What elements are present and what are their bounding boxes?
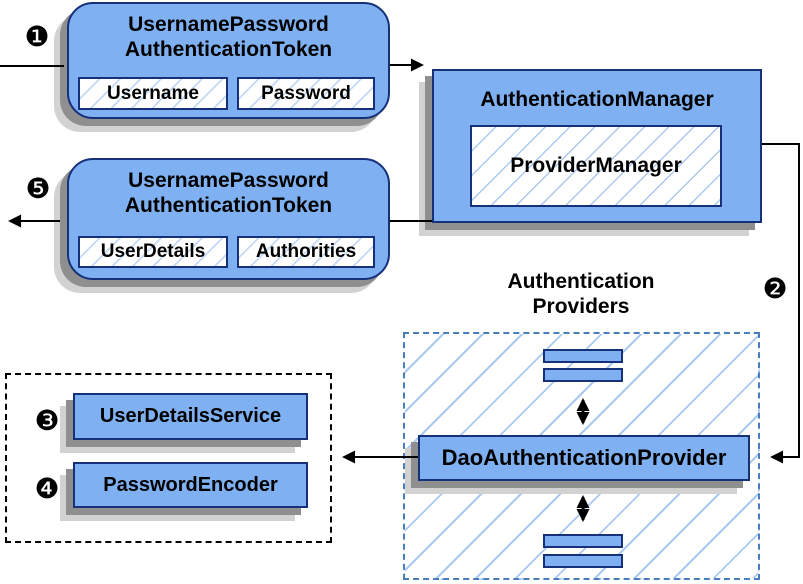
step-2-badge: ❷ bbox=[762, 272, 788, 305]
password-encoder-box: PasswordEncoder bbox=[73, 462, 308, 508]
result-token-title: UsernamePassword AuthenticationToken bbox=[124, 169, 333, 217]
step-3-badge: ❸ bbox=[34, 404, 60, 437]
authorities-field-label: Authorities bbox=[255, 241, 357, 262]
dao-authentication-provider-box: DaoAuthenticationProvider bbox=[418, 435, 750, 481]
dao-authentication-provider-label: DaoAuthenticationProvider bbox=[441, 445, 727, 470]
authorities-field-box: Authorities bbox=[237, 236, 375, 268]
provider-stack-bar bbox=[543, 349, 623, 363]
provider-stack-bar bbox=[543, 368, 623, 382]
provider-manager-box: ProviderManager bbox=[470, 125, 722, 207]
user-details-field-label: UserDetails bbox=[100, 241, 206, 262]
provider-manager-label: ProviderManager bbox=[510, 154, 682, 177]
step-4-badge: ❹ bbox=[34, 472, 60, 505]
password-field-box: Password bbox=[237, 77, 375, 110]
collaborators-group bbox=[5, 373, 332, 543]
username-field-label: Username bbox=[107, 82, 199, 104]
password-field-label: Password bbox=[261, 82, 351, 104]
authentication-providers-heading: Authentication Providers bbox=[507, 270, 655, 318]
provider-stack-bar bbox=[543, 534, 623, 548]
username-field-box: Username bbox=[78, 77, 228, 110]
user-details-service-label: UserDetailsService bbox=[99, 405, 282, 427]
user-details-field-box: UserDetails bbox=[78, 236, 228, 268]
authentication-manager-title: AuthenticationManager bbox=[480, 88, 714, 111]
provider-stack-bar bbox=[543, 554, 623, 568]
request-token-title: UsernamePassword AuthenticationToken bbox=[124, 13, 333, 61]
user-details-service-box: UserDetailsService bbox=[73, 393, 308, 440]
step-1-badge: ❶ bbox=[24, 20, 50, 53]
authentication-manager-box: AuthenticationManager ProviderManager bbox=[432, 69, 762, 223]
step-5-badge: ❺ bbox=[25, 172, 51, 205]
password-encoder-label: PasswordEncoder bbox=[103, 473, 278, 496]
